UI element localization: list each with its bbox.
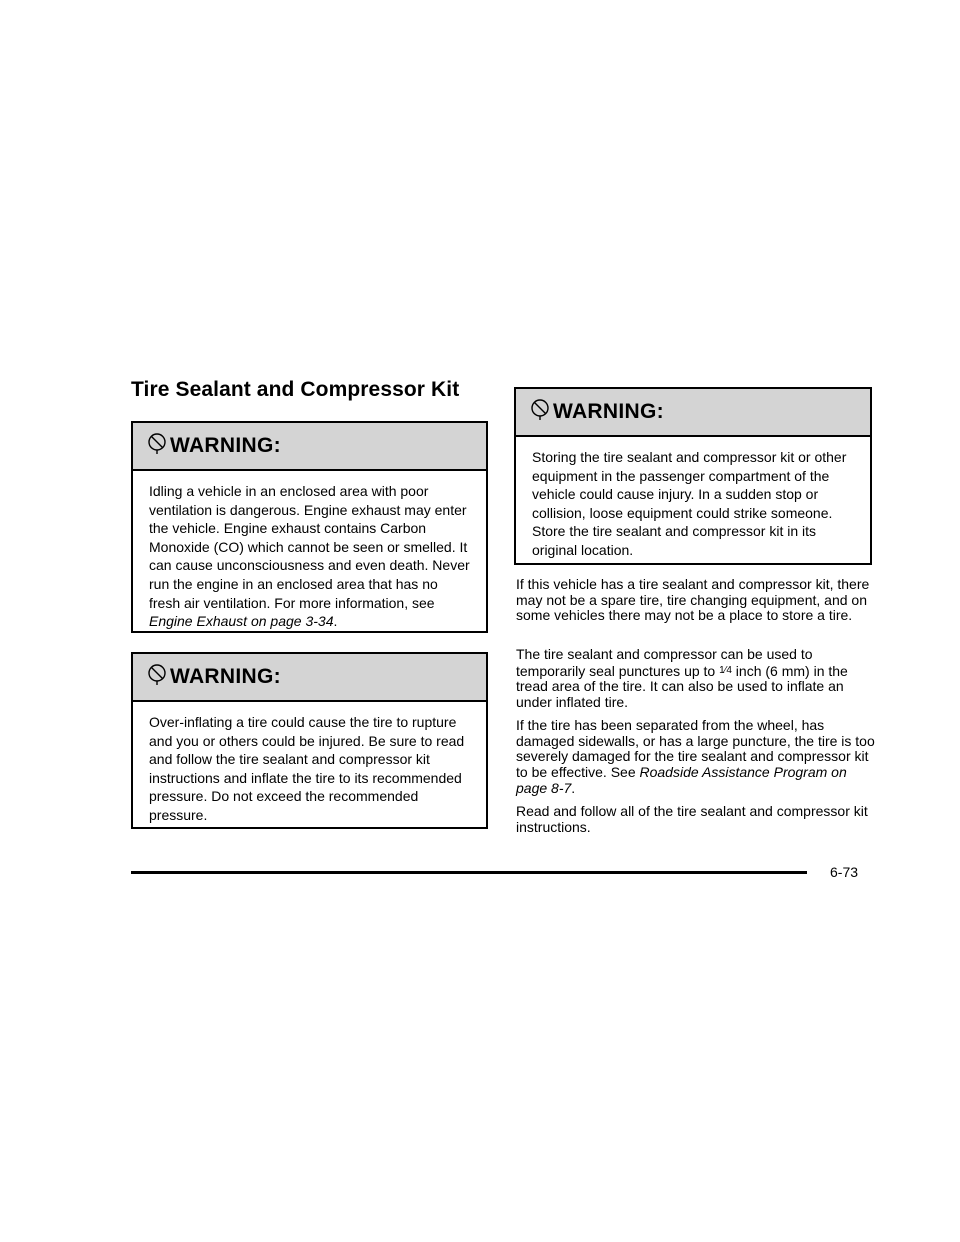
cross-reference-link[interactable]: Engine Exhaust on page 3-34 — [149, 613, 334, 630]
warning-header: WARNING: — [516, 389, 870, 437]
cross-reference-link[interactable]: Roadside Assistance Program on page 8-7 — [516, 764, 847, 796]
warning-icon — [147, 664, 167, 686]
warning-icon — [530, 399, 550, 421]
warning-text: Idling a vehicle in an enclosed area wit… — [149, 483, 470, 630]
warning-header: WARNING: — [133, 654, 486, 702]
warning-box-exhaust: WARNING: Idling a vehicle in an enclosed… — [131, 421, 488, 633]
page-number: 6-73 — [830, 864, 859, 880]
warning-box-storage: WARNING: Storing the tire sealant and co… — [514, 387, 872, 565]
warning-text: Storing the tire sealant and compressor … — [532, 449, 847, 558]
paragraph-severe-damage: If the tire has been separated from the … — [516, 717, 875, 796]
paragraph-instructions: Read and follow all of the tire sealant … — [516, 803, 868, 835]
footer-rule — [131, 871, 807, 874]
warning-text: Over-inflating a tire could cause the ti… — [149, 714, 465, 823]
warning-header: WARNING: — [133, 423, 486, 471]
section-title: Tire Sealant and Compressor Kit — [131, 378, 460, 401]
warning-box-overinflation: WARNING: Over-inflating a tire could cau… — [131, 652, 488, 829]
warning-label: WARNING: — [170, 434, 281, 457]
paragraph-spare-tire: If this vehicle has a tire sealant and c… — [516, 576, 870, 624]
warning-label: WARNING: — [553, 400, 664, 423]
paragraph-seal-punctures: The tire sealant and compressor can be u… — [516, 646, 848, 711]
warning-icon — [147, 433, 167, 455]
warning-label: WARNING: — [170, 665, 281, 688]
